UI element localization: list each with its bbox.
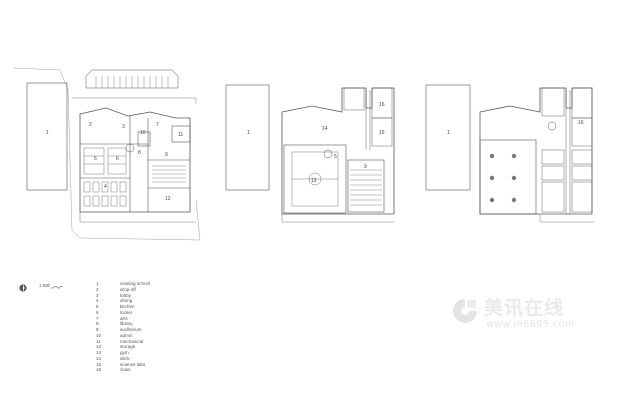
legend-number: 15 — [96, 361, 102, 367]
legend-number: 13 — [96, 350, 102, 355]
ground-floor-plan — [13, 67, 201, 241]
legend-item: 7 arts — [96, 316, 150, 322]
ground-label: 3 — [122, 124, 125, 130]
legend-item: 13 gym — [96, 350, 150, 356]
legend-number: 2 — [96, 286, 99, 292]
legend-text: locker — [120, 309, 133, 315]
legend-number: 9 — [96, 327, 99, 332]
watermark-text: 美讯在线 — [484, 297, 565, 319]
legend-item: 9 auditorium — [96, 327, 150, 333]
second-existing-school — [225, 84, 270, 191]
legend-text: science labs — [120, 361, 146, 367]
legend-item: 11 mechanical — [96, 339, 150, 345]
legend-number: 8 — [96, 321, 99, 327]
legend-item: 16 class — [96, 367, 150, 373]
legend-text: mechanical — [120, 338, 144, 344]
second-label: 9 — [364, 164, 367, 170]
legend-item: 12 storage — [96, 344, 150, 350]
legend-item: 15 science labs — [96, 362, 150, 368]
legend-number: 12 — [96, 344, 102, 350]
scale-bar-icon — [51, 286, 63, 289]
third-label: 16 — [578, 120, 584, 126]
ground-label: 7 — [156, 122, 159, 128]
second-label: 14 — [322, 126, 328, 132]
ground-label: 2 — [89, 122, 92, 128]
legend-text: arts — [120, 315, 128, 321]
watermark: 美讯在线 www.m6699.com — [448, 296, 588, 342]
watermark-logo-icon — [453, 299, 477, 323]
legend-text: admin — [120, 332, 133, 338]
second-floor-plan — [225, 84, 395, 223]
room-legend: 1 existing school 2 drop-off 3 lobby 4 dinin… — [96, 281, 150, 373]
ground-label: 11 — [178, 132, 183, 138]
ground-label: 1 — [46, 130, 49, 136]
legend-number: 7 — [96, 315, 99, 321]
ground-label: 6 — [116, 156, 119, 162]
second-room-labels: 1 13 14 5 9 15 16 — [247, 102, 385, 184]
legend-item: 6 locker — [96, 310, 150, 316]
legend-text: lobby — [120, 292, 131, 298]
legend-number: 6 — [96, 309, 99, 315]
legend-text: existing school — [120, 281, 151, 286]
legend-item: 10 admin — [96, 333, 150, 339]
third-floor-plan — [425, 84, 594, 223]
north-arrow-icon — [19, 284, 27, 292]
legend-item: 2 drop-off — [96, 287, 150, 293]
legend-text: storage — [120, 344, 136, 350]
legend-number: 3 — [96, 292, 99, 298]
ground-label: 5 — [94, 156, 97, 162]
ground-room-labels: 1 2 3 4 5 6 7 8 9 10 11 12 — [46, 122, 183, 202]
legend-text: deck — [120, 355, 130, 361]
legend-item: 14 deck — [96, 356, 150, 362]
legend-item: 4 dining — [96, 298, 150, 304]
legend-number: 11 — [96, 338, 101, 344]
legend-number: 1 — [96, 281, 99, 286]
legend-item: 3 lobby — [96, 293, 150, 299]
legend-text: class — [120, 367, 131, 373]
third-room-labels: 1 16 — [447, 120, 584, 136]
third-label: 1 — [447, 130, 450, 136]
second-label: 16 — [379, 102, 385, 108]
legend-text: drop-off — [120, 286, 136, 292]
legend-text: kitchen — [120, 304, 135, 309]
ground-label: 10 — [140, 130, 146, 136]
legend-item: 1 existing school — [96, 281, 150, 287]
second-label: 5 — [334, 154, 337, 160]
legend-number: 10 — [96, 332, 102, 338]
legend-item: 5 kitchen — [96, 304, 150, 310]
ground-label: 12 — [165, 196, 171, 202]
ground-label: 8 — [138, 150, 141, 156]
ground-existing-school — [26, 82, 68, 191]
second-label: 13 — [311, 178, 317, 184]
legend-item: 8 library — [96, 321, 150, 327]
second-label: 15 — [379, 130, 385, 136]
legend-text: dining — [120, 298, 133, 304]
ground-label: 4 — [104, 184, 107, 190]
legend-number: 14 — [96, 355, 102, 361]
ground-label: 9 — [165, 152, 168, 158]
second-label: 1 — [247, 130, 250, 136]
legend-number: 5 — [96, 304, 99, 309]
watermark-url: www.m6699.com — [486, 319, 575, 330]
legend-number: 16 — [96, 367, 102, 373]
scale-text: 1:500 — [39, 283, 50, 288]
legend-text: gym — [120, 350, 129, 355]
third-existing-school — [425, 84, 471, 191]
legend-number: 4 — [96, 298, 99, 304]
legend-text: library — [120, 321, 133, 327]
legend-text: auditorium — [120, 327, 142, 332]
